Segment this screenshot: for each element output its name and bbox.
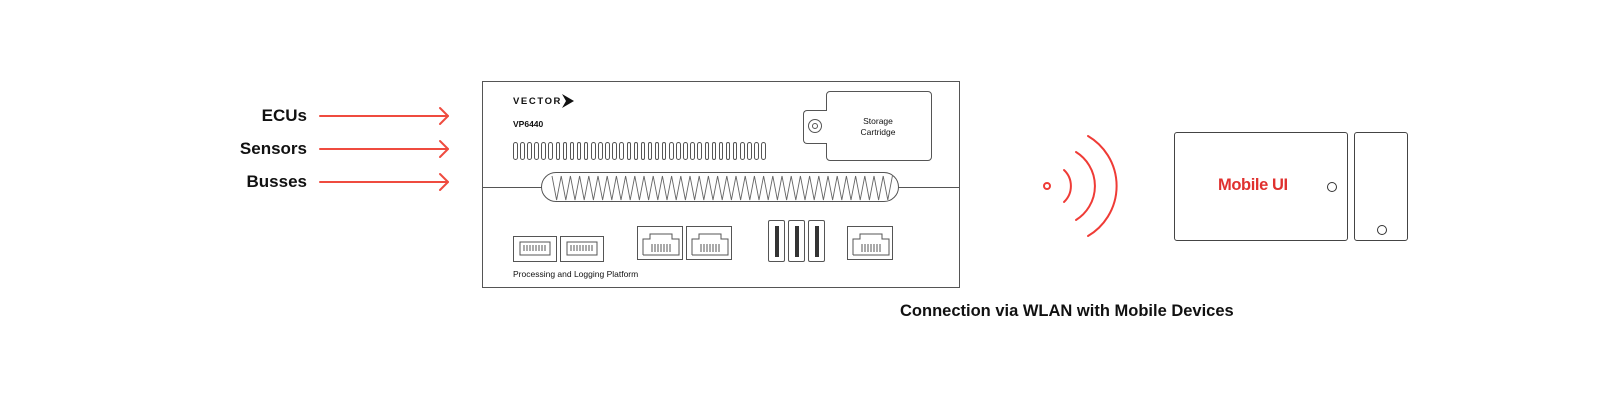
vent-slot <box>569 142 575 160</box>
rj45-icon <box>852 233 890 256</box>
phone-home-button <box>1377 225 1387 235</box>
vent-slot <box>576 142 582 160</box>
storage-label-line2: Cartridge <box>860 127 896 137</box>
vent-slot <box>647 142 653 160</box>
vent-slot <box>633 142 639 160</box>
vent-slot <box>683 142 688 160</box>
rj45-port-2 <box>686 226 732 260</box>
tablet-device <box>1174 132 1348 241</box>
ethernet-port-2 <box>560 236 604 262</box>
vent-slot <box>661 142 667 160</box>
mobile-ui-label: Mobile UI <box>1218 176 1288 194</box>
port-icon <box>566 241 598 256</box>
vent-slot <box>541 142 546 160</box>
model-label: VP6440 <box>513 119 544 129</box>
vent-slots <box>513 142 766 160</box>
vent-slot <box>605 142 610 160</box>
input-label-sensors: Sensors <box>239 139 307 158</box>
cartridge-release-icon <box>808 119 822 133</box>
phone-device <box>1354 132 1408 241</box>
brand-chevron-icon <box>562 94 574 108</box>
vent-slot <box>640 142 646 160</box>
vent-slot <box>598 142 603 160</box>
vent-slot <box>562 142 568 160</box>
usb-port-2 <box>788 220 805 262</box>
vent-slot <box>583 142 589 160</box>
vent-slot <box>669 142 674 160</box>
grille-pattern <box>551 175 893 201</box>
rj45-icon <box>691 233 729 256</box>
cooling-grille <box>541 172 899 202</box>
arrow-ecus <box>319 107 449 125</box>
vent-slot <box>761 142 766 160</box>
port-icon <box>519 241 551 256</box>
input-arrows <box>319 107 449 191</box>
vent-slot <box>619 142 624 160</box>
vent-slot <box>555 142 561 160</box>
vent-slot <box>711 142 717 160</box>
wlan-caption: Connection via WLAN with Mobile Devices <box>900 302 1234 320</box>
storage-label-line1: Storage <box>863 116 893 126</box>
vent-slot <box>697 142 702 160</box>
wifi-signal-icon <box>1043 135 1118 237</box>
usb-icon <box>795 226 799 257</box>
vent-slot <box>725 142 731 160</box>
vent-slot <box>732 142 738 160</box>
vent-slot <box>690 142 695 160</box>
tablet-home-button <box>1327 182 1337 192</box>
vent-slot <box>626 142 631 160</box>
vent-slot <box>534 142 539 160</box>
arrow-busses <box>319 173 449 191</box>
platform-label: Processing and Logging Platform <box>513 269 639 279</box>
vent-slot <box>548 142 553 160</box>
rj45-port-1 <box>637 226 683 260</box>
arrow-sensors <box>319 140 449 158</box>
rj45-icon <box>642 233 680 256</box>
ethernet-port-1 <box>513 236 557 262</box>
input-label-busses: Busses <box>246 172 307 191</box>
input-label-ecus: ECUs <box>261 106 307 125</box>
vent-slot <box>591 142 596 160</box>
usb-icon <box>815 226 819 257</box>
vent-slot <box>676 142 681 160</box>
usb-port-1 <box>768 220 785 262</box>
vent-slot <box>718 142 724 160</box>
logging-device: VECTOR VP6440 Storage Cartridge Processi… <box>482 81 960 288</box>
vent-slot <box>612 142 617 160</box>
vent-slot <box>740 142 745 160</box>
vent-slot <box>704 142 710 160</box>
brand-logo-text: VECTOR <box>513 96 563 107</box>
vent-slot <box>747 142 752 160</box>
usb-icon <box>775 226 779 257</box>
usb-port-3 <box>808 220 825 262</box>
grille-zigzag <box>551 175 893 201</box>
vent-slot <box>513 142 518 160</box>
vent-slot <box>527 142 532 160</box>
rj45-port-3 <box>847 226 893 260</box>
vent-slot <box>520 142 525 160</box>
storage-cartridge-label: Storage Cartridge <box>828 116 928 138</box>
vent-slot <box>754 142 759 160</box>
vent-slot <box>654 142 660 160</box>
